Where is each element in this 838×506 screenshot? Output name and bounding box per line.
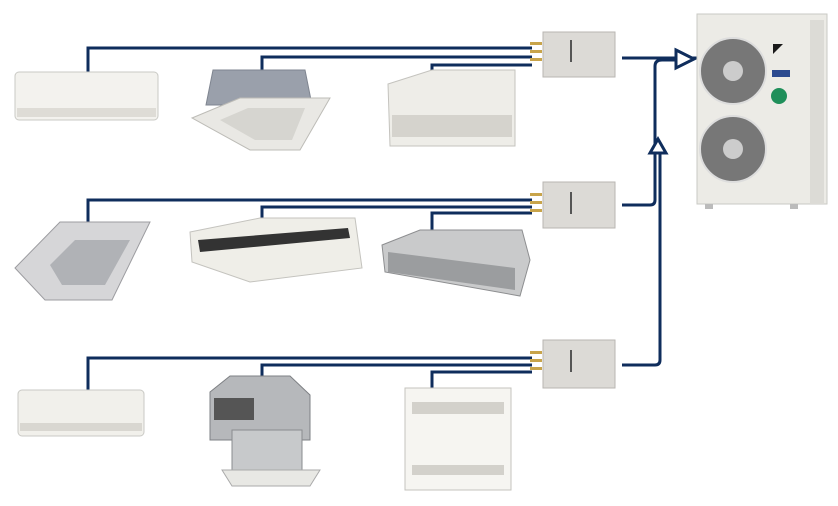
ceiling-suspended-unit-icon [189, 217, 363, 283]
pipe-row2-unit3 [430, 211, 532, 230]
round-flow-cassette-icon [14, 221, 151, 301]
ceiling-floor-unit-icon [387, 69, 516, 147]
ducted-unit-icon [209, 375, 321, 487]
pipe-row2-unit2 [260, 205, 532, 222]
flow-arrow-up-icon [647, 135, 669, 155]
wall-mounted-unit-icon [17, 389, 145, 437]
pipe-row2-unit1 [86, 198, 532, 222]
pipe-row3-unit3 [430, 370, 532, 392]
floor-standing-unit-icon [404, 387, 512, 491]
branch3-line [622, 150, 662, 367]
slim-duct-unit-icon [381, 229, 531, 297]
wall-mounted-unit-icon [14, 71, 159, 121]
flow-arrow-right-icon [674, 47, 698, 71]
pipe-row1-unit1 [86, 46, 532, 72]
branch2-line [622, 58, 676, 207]
outdoor-condenser-unit-icon [696, 13, 828, 209]
branch-box-1 [530, 31, 616, 78]
pipe-row3-unit1 [86, 356, 532, 390]
pipe-row1-unit2 [260, 55, 532, 72]
compact-cassette-unit-icon [190, 69, 331, 151]
branch-box-2 [530, 181, 616, 229]
branch-box-3 [530, 339, 616, 389]
refrigerant-pipes [86, 46, 700, 392]
